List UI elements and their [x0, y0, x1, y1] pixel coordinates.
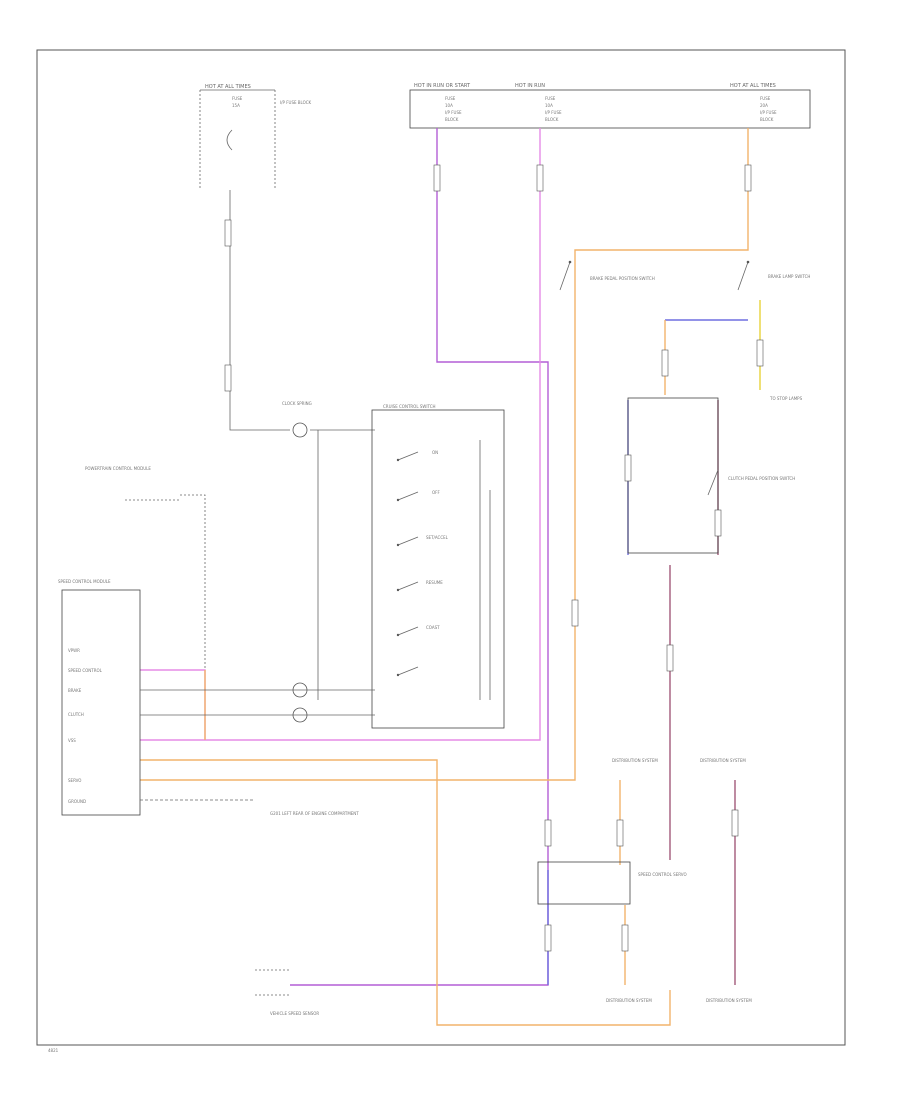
clock-spring-connector	[292, 422, 308, 438]
c2-line-2: 10A	[545, 103, 553, 108]
module-pin-speed: SPEED CONTROL	[68, 668, 103, 673]
diagram-frame	[36, 49, 846, 1046]
center-header: HOT IN RUN OR START	[414, 83, 471, 89]
dist-label-1: DISTRIBUTION SYSTEM	[612, 758, 658, 763]
vehicle-speed-sensor: VEHICLE SPEED SENSOR	[255, 969, 319, 1016]
wire-gray-clock	[229, 190, 290, 431]
r-line-1: FUSE	[760, 96, 771, 101]
brake-switch-1-label: BRAKE PEDAL POSITION SWITCH	[590, 276, 655, 281]
dist-label-2: DISTRIBUTION SYSTEM	[700, 758, 746, 763]
wire-pink-main	[140, 128, 541, 741]
brake-switch-2-label: BRAKE LAMP SWITCH	[768, 274, 810, 279]
r-line-2: 20A	[760, 103, 768, 108]
switch-fn-setaccel: SET/ACCEL	[426, 535, 449, 540]
pcm-block: POWERTRAIN CONTROL MODULE	[85, 466, 180, 501]
r-line-4: BLOCK	[760, 117, 774, 122]
speed-sensor-label: VEHICLE SPEED SENSOR	[270, 1011, 319, 1016]
servo-box	[537, 861, 631, 905]
module-label: SPEED CONTROL MODULE	[58, 579, 111, 584]
module-pin-vss: VSS	[68, 738, 76, 743]
dist-label-3: DISTRIBUTION SYSTEM	[606, 998, 652, 1003]
top-left-fuse-block: HOT AT ALL TIMES FUSE 15A I/P FUSE BLOCK	[199, 84, 312, 190]
to-stop-lamps-label: TO STOP LAMPS	[769, 396, 803, 401]
clock-spring-label: CLOCK SPRING	[282, 401, 312, 406]
c2-line-4: BLOCK	[545, 117, 559, 122]
clock-spring: CLOCK SPRING	[282, 401, 312, 723]
clutch-switch: CLUTCH PEDAL POSITION SWITCH	[627, 397, 795, 554]
speed-control-servo: SPEED CONTROL SERVO	[537, 861, 687, 905]
ground-note: G201 LEFT REAR OF ENGINE COMPARTMENT	[270, 811, 359, 816]
main-fuse-panel	[409, 89, 811, 129]
top-left-header: HOT AT ALL TIMES	[205, 84, 251, 90]
wire-dashed-pcm	[180, 494, 206, 670]
dist-label-4: DISTRIBUTION SYSTEM	[706, 998, 752, 1003]
wire-violet-main	[290, 128, 549, 986]
wire-orange-lower	[140, 759, 671, 1026]
switch-row-6	[396, 666, 419, 677]
right-header: HOT AT ALL TIMES	[730, 83, 776, 89]
switch-fn-resume: RESUME	[426, 580, 443, 585]
c2-line-1: FUSE	[545, 96, 556, 101]
switch-fn-on: ON	[432, 450, 438, 455]
servo-label: SPEED CONTROL SERVO	[638, 872, 687, 877]
top-main-fuse-block: HOT IN RUN OR START HOT IN RUN HOT AT AL…	[409, 83, 811, 129]
cruise-switch-label: CRUISE CONTROL SWITCH	[383, 404, 436, 409]
wire-pink-branch	[140, 669, 206, 740]
module-pin-vpwr: VPWR	[68, 648, 80, 653]
center-sub: HOT IN RUN	[515, 83, 545, 89]
c-line-1: FUSE	[445, 96, 456, 101]
switch-row-off: OFF	[396, 490, 440, 502]
switch-fn-off: OFF	[432, 490, 440, 495]
top-left-line-2: 15A	[232, 103, 240, 108]
switch-row-setaccel: SET/ACCEL	[396, 535, 449, 547]
c-line-2: 10A	[445, 103, 453, 108]
module-box	[61, 589, 141, 816]
cruise-switch-box	[371, 409, 505, 729]
brake-lamp-switch: BRAKE LAMP SWITCH TO STOP LAMPS	[737, 260, 810, 401]
top-left-line-1: FUSE	[232, 96, 243, 101]
switch-row-coast: COAST	[396, 625, 440, 637]
switch-row-resume: RESUME	[396, 580, 443, 592]
top-left-line-3: I/P FUSE BLOCK	[280, 100, 312, 105]
wire-orange-brake	[140, 128, 749, 781]
module-pin-ground: GROUND	[68, 799, 86, 804]
clutch-switch-label: CLUTCH PEDAL POSITION SWITCH	[728, 476, 795, 481]
c2-line-3: I/P FUSE	[545, 110, 562, 115]
switch-fn-coast: COAST	[426, 625, 440, 630]
module-pin-clutch: CLUTCH	[68, 712, 84, 717]
c-line-4: BLOCK	[445, 117, 459, 122]
brake-pedal-switch: BRAKE PEDAL POSITION SWITCH	[559, 260, 655, 291]
module-pin-brake: BRAKE	[68, 688, 82, 693]
diagram-code: 4821	[48, 1048, 59, 1053]
pcm-label: POWERTRAIN CONTROL MODULE	[85, 466, 151, 471]
switch-row-on: ON	[396, 450, 438, 462]
cruise-control-switch: CRUISE CONTROL SWITCH ON OFF SET/ACCEL R…	[371, 404, 505, 729]
speed-control-module: SPEED CONTROL MODULE VPWR SPEED CONTROL …	[58, 579, 375, 816]
c-line-3: I/P FUSE	[445, 110, 462, 115]
module-pin-servo: SERVO	[68, 778, 81, 783]
clutch-switch-box	[627, 397, 719, 554]
r-line-3: I/P FUSE	[760, 110, 777, 115]
wire-tags	[224, 164, 764, 952]
